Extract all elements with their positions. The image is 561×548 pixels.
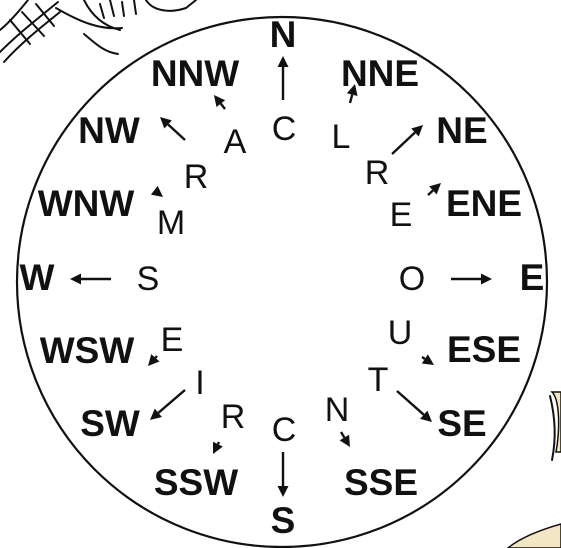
arrow-head-nnw [214,95,226,108]
ring-letter-n: C [272,110,297,148]
arrow-shaft-sw [157,389,186,414]
paper-scrap-bottom-right [506,523,561,548]
direction-label-sse: SSE [344,462,418,503]
arrow-head-se [420,410,432,422]
arrow-head-e [481,273,492,285]
ring-letter-ssw: R [221,398,246,436]
arrow-shaft-ne [391,131,416,155]
arrow-sse [339,431,350,447]
arrow-head-n [277,56,289,67]
compass-arrows [70,56,492,497]
direction-label-nne: NNE [341,53,419,94]
arrow-head-s [277,486,289,497]
direction-label-e: E [520,257,545,298]
ring-letter-ene: E [390,196,413,234]
arrow-head-wnw [150,185,163,197]
arrow-ese [421,354,434,365]
arrow-shaft-wsw [154,355,158,359]
arrow-head-ese [421,354,434,365]
ring-letter-nnw: A [224,123,247,161]
arrow-ne [391,125,423,155]
arrow-w [70,273,111,285]
direction-label-ese: ESE [447,329,521,370]
arrow-head-ene [429,183,441,195]
direction-label-ene: ENE [446,183,522,224]
sketch-scribble-top-left [0,0,197,63]
arrow-head-wsw [148,354,160,366]
arrow-shaft-ese [421,356,426,360]
ring-letter-s: C [272,411,297,449]
arrow-nne [346,84,358,104]
arrow-s [277,452,289,497]
direction-label-ssw: SSW [154,462,238,503]
direction-label-nnw: NNW [151,53,239,94]
ring-letter-ese: U [388,314,413,352]
arrow-n [277,56,289,100]
ring-letter-se: T [368,361,389,399]
arrow-nnw [214,95,226,110]
arrow-shaft-nnw [219,102,226,110]
arrow-e [451,273,492,285]
paper-scrap-right [549,391,561,461]
arrow-head-sse [339,434,350,447]
direction-label-wnw: WNW [38,183,135,224]
direction-label-ne: NE [436,110,487,151]
arrow-sw [150,389,186,420]
arrow-nw [160,117,186,141]
direction-label-sw: SW [80,403,140,444]
arrow-head-nw [160,117,172,129]
ring-letter-nne: L [332,118,351,156]
direction-label-se: SE [437,403,486,444]
arrow-wnw [150,185,163,197]
direction-labels: N NNE NE ENE E ESE SE SSE S SSW SW WSW W… [20,14,545,541]
arrow-shaft-ssw [216,441,221,445]
direction-label-w: W [20,257,55,298]
arrow-shaft-nne [348,94,354,104]
ring-letter-nw: R [184,158,209,196]
arrow-shaft-sse [339,431,346,439]
arrow-head-w [70,273,81,285]
arrow-ene [427,183,441,196]
direction-label-n: N [270,14,297,55]
ring-letter-w: S [137,260,160,298]
arrow-shaft-se [396,390,425,416]
ring-letter-ne: R [365,154,390,192]
ring-letters: C L R E O U T N C R I E S M R A [137,110,426,449]
ring-letter-sw: I [195,364,204,402]
direction-label-nw: NW [78,110,140,151]
arrow-head-nne [346,84,358,97]
arrow-head-ssw [213,441,223,454]
arrow-head-sw [150,408,162,420]
arrow-se [396,390,432,422]
ring-letter-wsw: E [161,321,184,359]
ring-letter-wnw: M [157,204,185,242]
direction-label-s: S [271,500,296,541]
arrow-shaft-ene [427,189,434,196]
arrow-wsw [148,354,160,366]
arrow-ssw [213,441,223,454]
direction-label-wsw: WSW [40,330,135,371]
arrow-shaft-nw [167,123,186,141]
compass-circle [15,15,549,548]
ring-letter-e: O [399,260,425,298]
arrow-head-ne [411,125,423,137]
ring-letter-sse: N [325,391,350,429]
